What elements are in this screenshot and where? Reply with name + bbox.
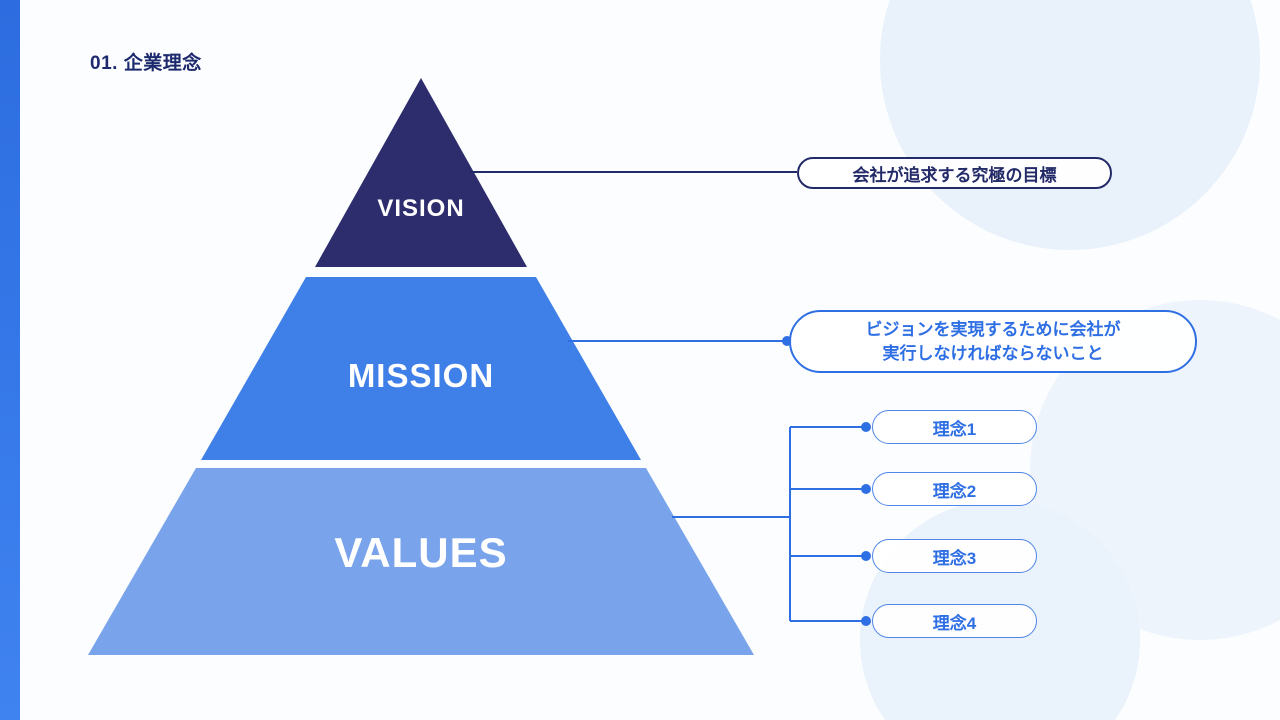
callout-value-1: 理念1 <box>872 410 1037 444</box>
callout-mission: ビジョンを実現するために会社が 実行しなければならないこと <box>789 310 1197 373</box>
callout-value-2-label: 理念2 <box>932 481 977 501</box>
callout-mission-line1: ビジョンを実現するために会社が <box>865 319 1121 339</box>
callout-value-4: 理念4 <box>872 604 1037 638</box>
callout-value-2: 理念2 <box>872 472 1037 506</box>
pyramid-level-values <box>88 468 754 655</box>
connector-dot <box>861 551 871 561</box>
callout-value-3-label: 理念3 <box>932 548 977 568</box>
callout-value-3: 理念3 <box>872 539 1037 573</box>
pyramid-level-vision <box>315 78 527 267</box>
connector-dot <box>861 616 871 626</box>
connector-bracket-values <box>672 426 866 622</box>
callout-value-1-label: 理念1 <box>932 419 977 439</box>
pyramid-level-mission <box>201 277 641 460</box>
callout-vision-text: 会社が追求する究極の目標 <box>852 165 1057 185</box>
callout-mission-line2: 実行しなければならないこと <box>882 343 1104 363</box>
connector-dot <box>861 484 871 494</box>
left-accent-bar <box>0 0 20 720</box>
pyramid-label-values: VALUES <box>334 529 508 576</box>
callout-value-4-label: 理念4 <box>932 613 977 633</box>
slide-title: 01. 企業理念 <box>90 53 202 74</box>
connector-dot <box>861 422 871 432</box>
callout-vision: 会社が追求する究極の目標 <box>797 157 1112 189</box>
pyramid-label-mission: MISSION <box>347 357 495 394</box>
pyramid-label-vision: VISION <box>377 195 465 222</box>
